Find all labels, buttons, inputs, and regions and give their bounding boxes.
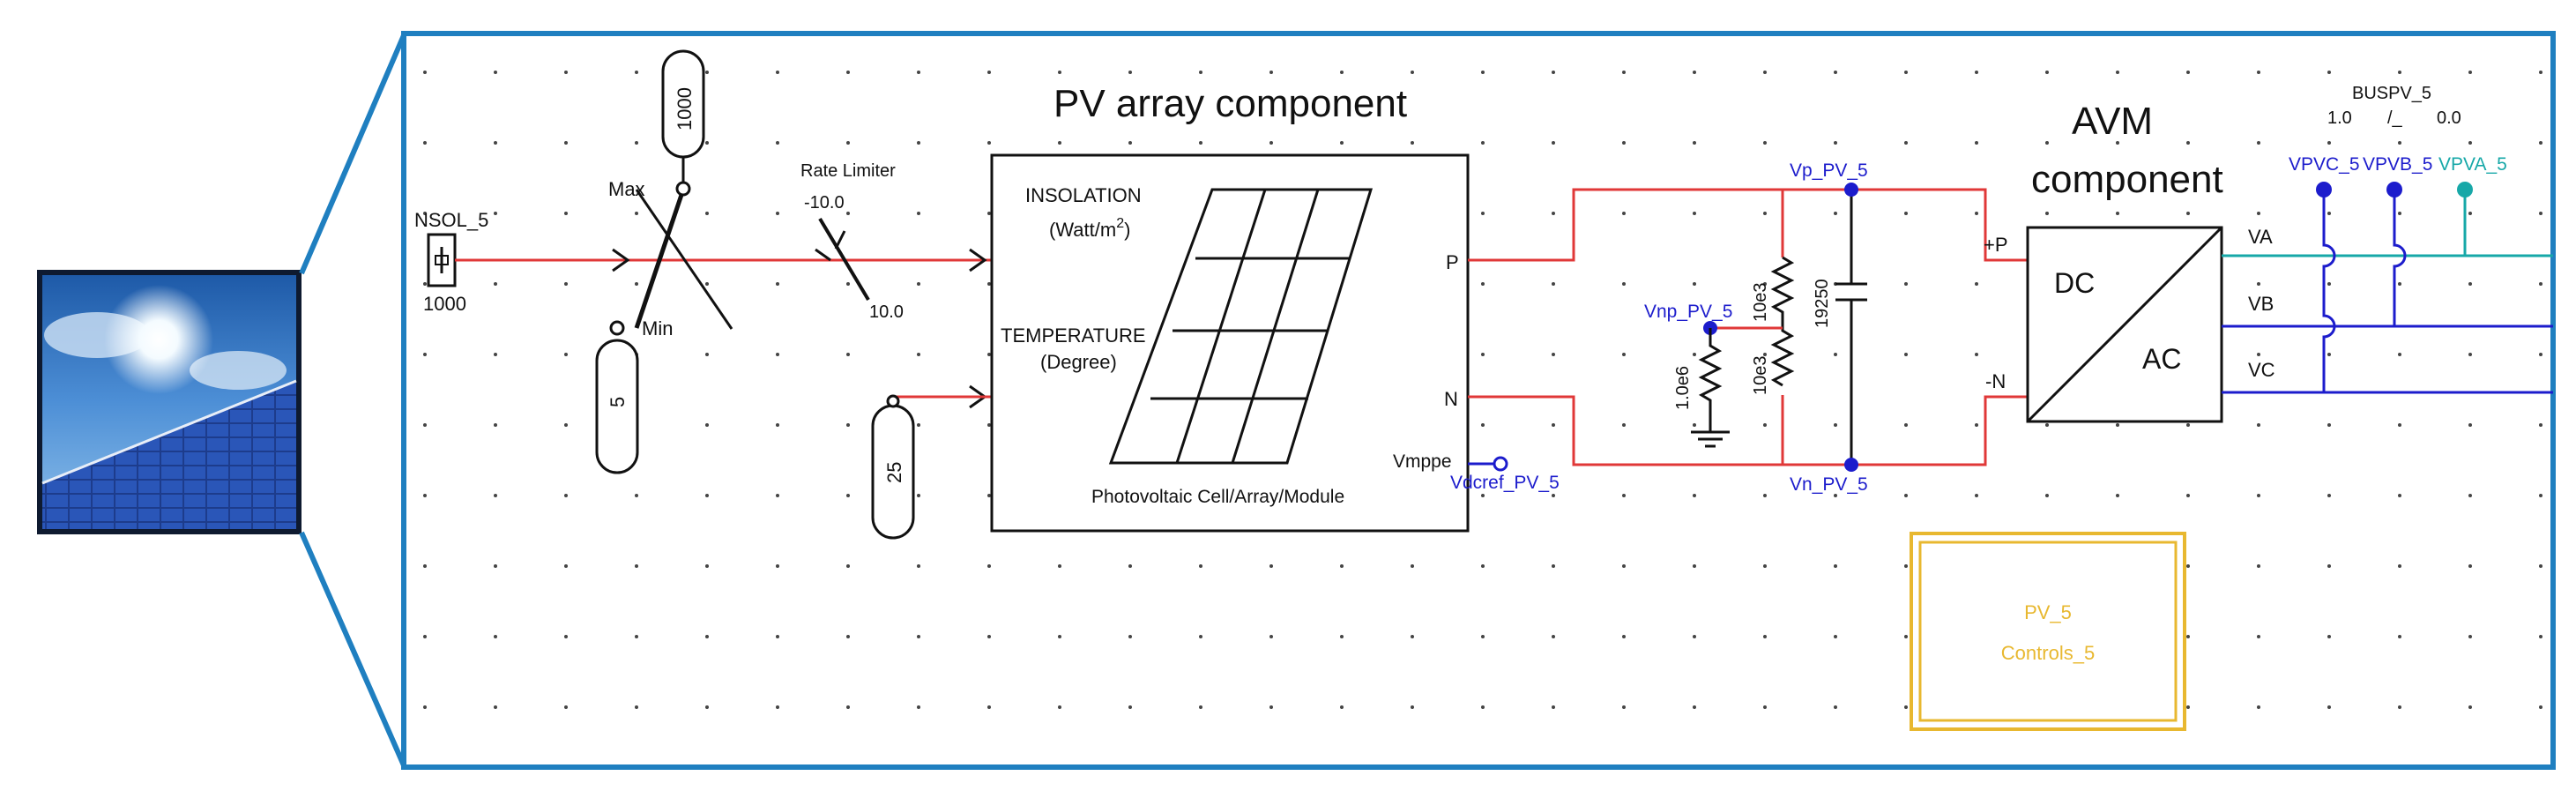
insolation-label: INSOLATION bbox=[1025, 184, 1142, 206]
pv-port-p: P bbox=[1446, 251, 1459, 273]
bus-name: BUSPV_5 bbox=[2352, 84, 2431, 103]
r-upper-value: 10e3 bbox=[1751, 283, 1770, 323]
zoom-connector bbox=[299, 34, 406, 767]
temperature-label: TEMPERATURE bbox=[1001, 324, 1146, 347]
avm-component: AVM component DC AC +P -N VA VB VC bbox=[1984, 100, 2553, 423]
rate-limiter-upper: 10.0 bbox=[869, 302, 904, 322]
dc-link: 10e3 10e3 1.0e6 Vnp_PV_5 19250 Vp_PV_5 V… bbox=[1468, 160, 2028, 495]
max-constant-value: 1000 bbox=[674, 87, 696, 131]
avm-plus-label: +P bbox=[1984, 234, 2008, 256]
pv-caption: Photovoltaic Cell/Array/Module bbox=[1091, 487, 1344, 507]
controls-line-2: Controls_5 bbox=[2001, 642, 2095, 664]
avm-heading-1: AVM bbox=[2072, 100, 2153, 143]
capacitor-value: 19250 bbox=[1813, 279, 1832, 328]
bus-meters: BUSPV_5 1.0 /_ 0.0 VPVC_5 VPVB_5 VPVA_5 bbox=[2289, 84, 2507, 392]
vdcref-label: Vdcref_PV_5 bbox=[1450, 473, 1560, 493]
phase-a-label: VA bbox=[2248, 226, 2273, 248]
limiter-min-label: Min bbox=[642, 317, 673, 339]
rate-limiter: Rate Limiter -10.0 10.0 bbox=[800, 161, 904, 322]
min-constant bbox=[595, 339, 639, 474]
phase-c-label: VC bbox=[2248, 359, 2275, 381]
pv-array-component: PV array component INSOLATION (Watt/m2) … bbox=[990, 82, 1560, 533]
bus-value-mid: /_ bbox=[2387, 108, 2403, 128]
vn-label: Vn_PV_5 bbox=[1790, 474, 1868, 495]
temperature-constant-value: 25 bbox=[883, 462, 905, 483]
r-lower-value: 10e3 bbox=[1751, 356, 1770, 396]
phase-b-label: VB bbox=[2248, 293, 2274, 315]
input-section: NSOL_5 1000 Max Min 1000 5 Rate Limiter … bbox=[414, 49, 992, 540]
bus-value-right: 0.0 bbox=[2437, 108, 2461, 128]
nsol-value: 1000 bbox=[423, 293, 466, 315]
vpvc-label: VPVC_5 bbox=[2289, 154, 2360, 175]
vpva-label: VPVA_5 bbox=[2438, 154, 2507, 175]
vp-label: Vp_PV_5 bbox=[1790, 160, 1868, 181]
vnp-label: Vnp_PV_5 bbox=[1644, 302, 1732, 322]
avm-dc-label: DC bbox=[2054, 267, 2095, 299]
bus-value-left: 1.0 bbox=[2327, 108, 2352, 128]
avm-heading-2: component bbox=[2031, 158, 2223, 201]
temperature-unit: (Degree) bbox=[1040, 351, 1117, 373]
pv-port-n: N bbox=[1444, 388, 1458, 410]
schematic-frame bbox=[401, 31, 2556, 770]
solar-panel-photo bbox=[37, 270, 302, 534]
min-constant-value: 5 bbox=[607, 397, 629, 407]
vpvb-label: VPVB_5 bbox=[2363, 154, 2432, 175]
avm-minus-label: -N bbox=[1985, 370, 2006, 392]
avm-ac-label: AC bbox=[2142, 343, 2181, 375]
rate-limiter-title: Rate Limiter bbox=[800, 161, 896, 181]
r-ground-value: 1.0e6 bbox=[1673, 366, 1693, 410]
limiter-max-label: Max bbox=[608, 178, 645, 200]
controls-box: PV_5 Controls_5 bbox=[1910, 532, 2186, 731]
controls-line-1: PV_5 bbox=[2024, 601, 2072, 623]
nsol-name: NSOL_5 bbox=[414, 209, 488, 231]
rate-limiter-lower: -10.0 bbox=[804, 193, 845, 213]
vmppe-label: Vmppe bbox=[1393, 451, 1452, 472]
pv-array-heading: PV array component bbox=[1053, 82, 1407, 125]
insolation-unit: (Watt/m2) bbox=[1049, 216, 1130, 241]
